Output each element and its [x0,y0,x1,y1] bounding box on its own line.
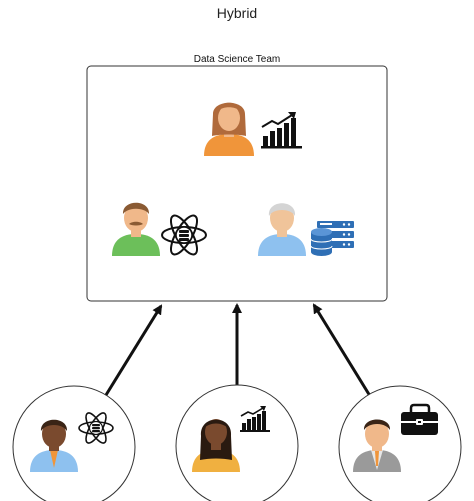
embedded-member-left[interactable] [12,385,136,501]
bar-chart-icon [240,406,270,432]
team-member-engineer[interactable] [258,203,354,256]
man-white-hair-blue-icon [258,203,306,256]
woman-long-hair-orange-icon [192,419,240,472]
atom-database-icon [161,214,207,256]
man-mustache-green-icon [112,202,160,256]
bar-chart-icon [261,112,302,149]
arrow-left [104,304,163,396]
man-gray-suit-icon [353,419,401,472]
team-label: Data Science Team [193,54,281,65]
embedded-member-center[interactable] [175,384,299,501]
embedded-member-right[interactable] [338,385,462,501]
diagram-title: Hybrid [216,5,258,21]
database-server-icon [310,221,354,256]
atom-database-icon [78,412,114,444]
briefcase-icon [401,403,438,435]
team-box[interactable] [86,65,388,302]
member-circle [175,384,299,501]
arrow-right [312,303,372,397]
member-circle [12,385,136,501]
team-member-analyst[interactable] [204,102,302,156]
member-circle [338,385,462,501]
team-member-scientist[interactable] [112,202,207,258]
man-blue-icon [30,419,78,472]
woman-orange-icon [204,102,254,156]
